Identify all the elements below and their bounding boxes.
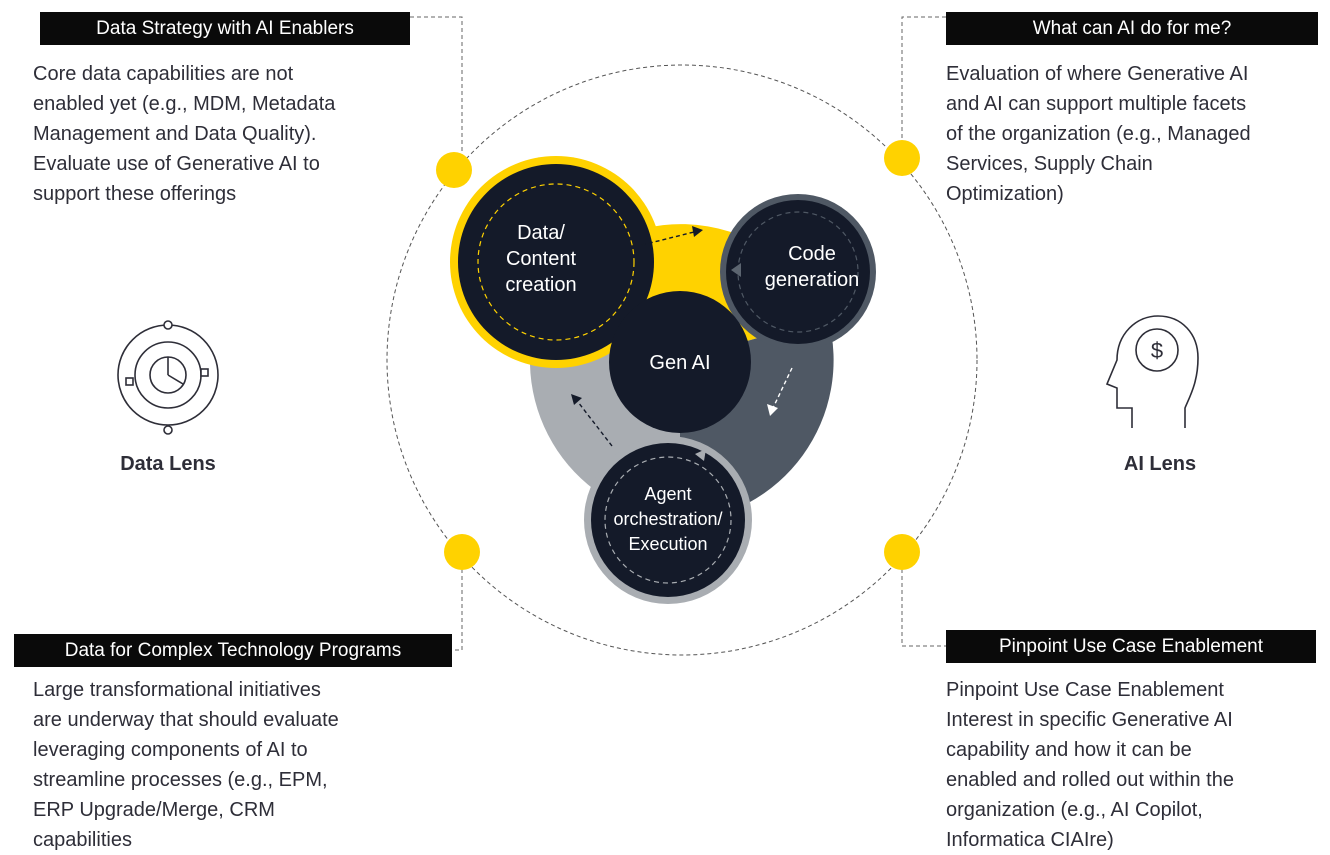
desc-line: Management and Data Quality). (33, 123, 317, 145)
data-circle-line-2: Content (506, 248, 576, 270)
data-circle-line-1: Data/ (517, 222, 565, 244)
desc-line: capability and how it can be (946, 739, 1192, 761)
desc-line: Core data capabilities are not (33, 63, 294, 85)
desc-line: capabilities (33, 829, 132, 851)
desc-line: Optimization) (946, 183, 1064, 205)
ai-lens-label: AI Lens (1123, 453, 1197, 475)
connector-top-left (410, 16, 463, 168)
agent-circle-line-2: orchestration/ (613, 509, 722, 529)
desc-line: are underway that should evaluate (33, 709, 339, 731)
gen-ai-label: Gen AI (649, 352, 710, 374)
tag-top-right: What can AI do for me? (946, 12, 1318, 45)
data-lens-label: Data Lens (120, 453, 216, 475)
code-circle-line-2: generation (765, 269, 860, 291)
desc-line: enabled yet (e.g., MDM, Metadata (33, 93, 336, 115)
flow-arrows (571, 226, 793, 447)
desc-line: Evaluate use of Generative AI to (33, 153, 320, 175)
gen-ai-core (609, 291, 751, 433)
dot-top-left (436, 152, 472, 188)
desc-line: Informatica CIAIre) (946, 829, 1114, 851)
desc-line: Services, Supply Chain (946, 153, 1153, 175)
desc-bottom-left: Large transformational initiatives are u… (33, 675, 339, 855)
desc-line: and AI can support multiple facets (946, 93, 1247, 115)
desc-line: ERP Upgrade/Merge, CRM (33, 799, 275, 821)
dot-bottom-left (444, 534, 480, 570)
ai-lens-icon: $ (1105, 315, 1199, 428)
agent-circle (584, 436, 752, 604)
tag-bottom-left: Data for Complex Technology Programs (14, 634, 452, 667)
data-circle-line-3: creation (505, 274, 576, 296)
desc-line: Interest in specific Generative AI (946, 709, 1233, 731)
dot-top-right (884, 140, 920, 176)
dot-bottom-right (884, 534, 920, 570)
tag-bottom-right: Pinpoint Use Case Enablement (946, 630, 1316, 663)
desc-line: Evaluation of where Generative AI (946, 63, 1249, 85)
outer-orbit (386, 64, 978, 656)
agent-circle-line-1: Agent (644, 484, 691, 504)
desc-top-left: Core data capabilities are not enabled y… (33, 59, 335, 209)
agent-circle-line-3: Execution (628, 534, 707, 554)
svg-text:$: $ (1151, 338, 1163, 363)
tag-top-left: Data Strategy with AI Enablers (40, 12, 410, 45)
data-content-circle (450, 156, 662, 368)
code-circle-line-1: Code (788, 243, 836, 265)
desc-line: leveraging components of AI to (33, 739, 308, 761)
desc-line: of the organization (e.g., Managed (946, 123, 1251, 145)
connector-bottom-left (452, 548, 463, 651)
desc-line: Pinpoint Use Case Enablement (946, 679, 1224, 701)
connector-top-right (901, 16, 946, 158)
desc-line: Large transformational initiatives (33, 679, 321, 701)
data-lens-icon (117, 320, 219, 435)
desc-line: organization (e.g., AI Copilot, (946, 799, 1203, 821)
code-generation-circle (720, 194, 876, 350)
desc-line: streamline processes (e.g., EPM, (33, 769, 328, 791)
desc-bottom-right: Pinpoint Use Case Enablement Interest in… (946, 675, 1234, 855)
desc-top-right: Evaluation of where Generative AI and AI… (946, 59, 1251, 209)
desc-line: support these offerings (33, 183, 237, 205)
connector-bottom-right (901, 548, 946, 647)
desc-line: enabled and rolled out within the (946, 769, 1234, 791)
